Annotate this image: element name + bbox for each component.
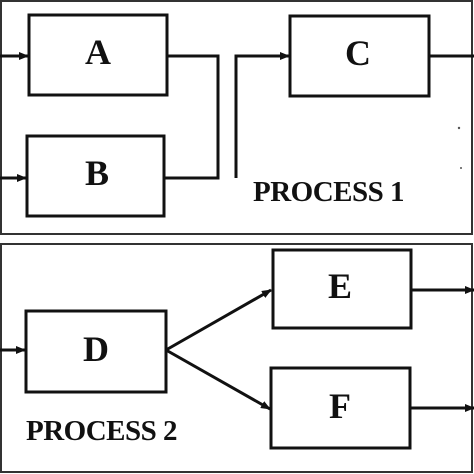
scan-speck <box>460 167 462 169</box>
node-c-label: C <box>345 33 371 73</box>
node-b-box <box>25 134 166 218</box>
node-f-box <box>269 366 412 450</box>
edge-b-merge <box>164 110 220 180</box>
edge-a-merge <box>167 54 220 110</box>
node-b-label: B <box>85 153 109 193</box>
process-2-label: PROCESS 2 <box>26 415 177 447</box>
node-c-box <box>288 14 431 98</box>
node-d: D <box>24 309 168 394</box>
edge-d-e <box>165 288 272 352</box>
node-d-box <box>24 309 168 394</box>
process-2-panel <box>0 243 473 473</box>
edge-d-f <box>165 348 271 411</box>
edge-to-c <box>234 52 290 178</box>
node-c: C <box>288 14 431 98</box>
node-e-label: E <box>328 266 352 306</box>
process-1-panel <box>0 0 473 235</box>
node-a: A <box>27 13 169 97</box>
node-d-label: D <box>83 329 109 369</box>
node-f-label: F <box>329 386 351 426</box>
node-b: B <box>25 134 166 218</box>
scan-speck <box>457 126 461 130</box>
node-e: E <box>271 248 413 330</box>
process-1-label: PROCESS 1 <box>253 176 404 208</box>
node-a-label: A <box>85 32 111 72</box>
node-e-box <box>271 248 413 330</box>
node-f: F <box>269 366 412 450</box>
